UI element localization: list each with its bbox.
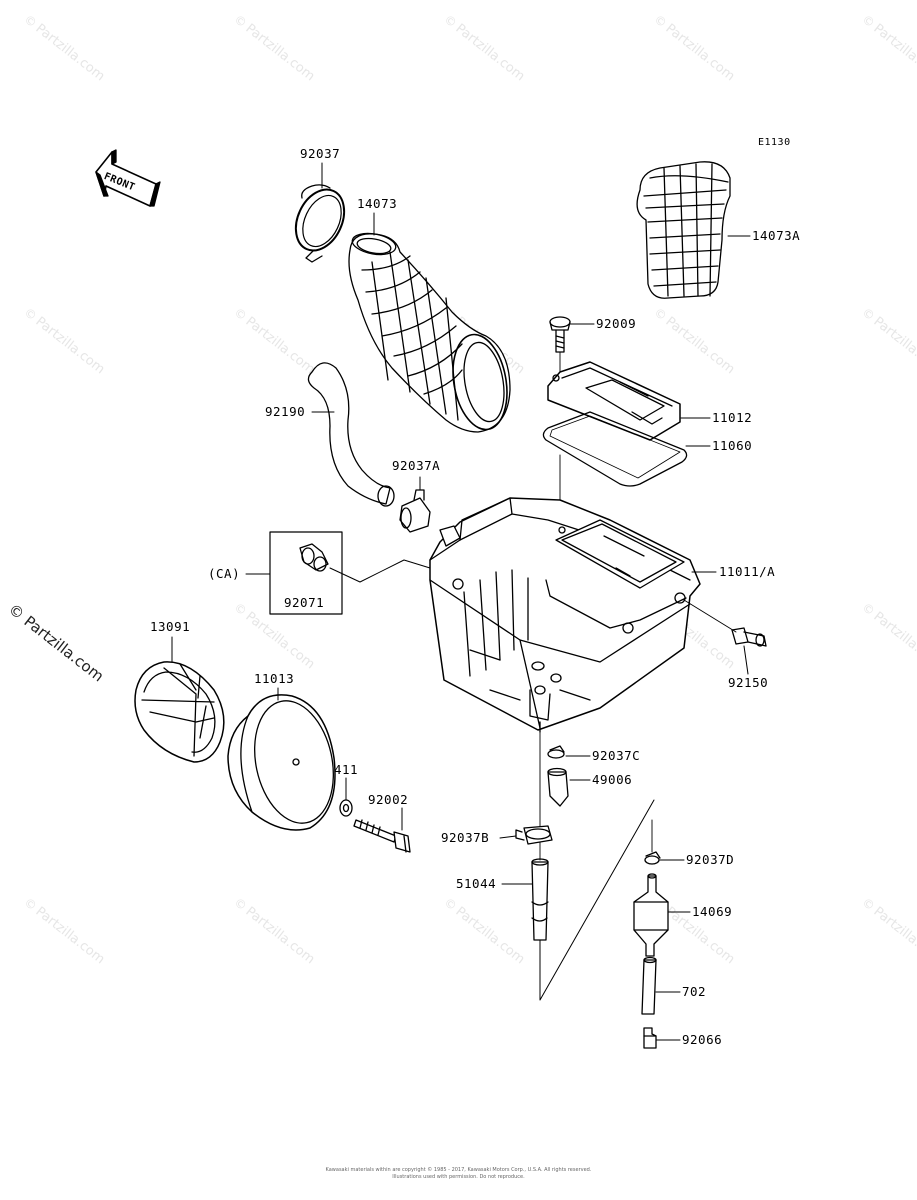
callout-92037D[interactable]: 92037D: [686, 852, 735, 867]
callout-11013[interactable]: 11013: [254, 671, 295, 686]
plug-92066: [643, 1027, 657, 1049]
air-cleaner-case-11011A: [429, 497, 701, 733]
callout-92002[interactable]: 92002: [368, 792, 409, 807]
copyright-notice: Kawasaki materials within are copyright …: [0, 1167, 917, 1181]
callout-92150[interactable]: 92150: [728, 675, 769, 690]
callout-92071[interactable]: 92071: [284, 595, 325, 610]
intake-duct-14073: [348, 232, 511, 433]
clamp-ring-92037: [294, 184, 346, 263]
callout-11012[interactable]: 11012: [712, 410, 753, 425]
callout-14069[interactable]: 14069: [692, 904, 733, 919]
callout-11060[interactable]: 11060: [712, 438, 753, 453]
callout-14073A[interactable]: 14073A: [752, 228, 801, 243]
callout-92037A[interactable]: 92037A: [392, 458, 441, 473]
drain-tube-51044: [531, 858, 549, 941]
front-arrow-icon: [95, 149, 161, 207]
clip-92037D: [644, 851, 661, 865]
airbox-lid-11012: [547, 361, 681, 441]
ca-bracket-box: [269, 531, 343, 615]
gasket-11060: [542, 411, 688, 487]
callout-51044[interactable]: 51044: [456, 876, 497, 891]
callout-14073[interactable]: 14073: [357, 196, 398, 211]
clamp-92037B: [515, 825, 553, 845]
clamp-92037A: [399, 489, 431, 533]
drain-cap-49006: [547, 767, 569, 807]
callout-11011A[interactable]: 11011/A: [719, 564, 776, 579]
duct-cover-14073A: [636, 161, 731, 299]
callout-702[interactable]: 702: [682, 984, 707, 999]
callout-411[interactable]: 411: [334, 762, 359, 777]
filter-element-11013: [227, 694, 336, 831]
breather-hose-92190: [307, 362, 395, 507]
callout-92037[interactable]: 92037: [300, 146, 341, 161]
filter-frame-13091: [134, 661, 225, 763]
tube-702: [641, 956, 657, 1015]
screw-92009: [549, 316, 571, 353]
bolt-92002: [353, 819, 411, 853]
callout-ca[interactable]: (CA): [208, 566, 241, 581]
callout-92066[interactable]: 92066: [682, 1032, 723, 1047]
inline-filter-14069: [633, 873, 669, 957]
copyright-line-2: Illustrations used with permission. Do n…: [392, 1174, 525, 1180]
callout-92190[interactable]: 92190: [265, 404, 306, 419]
grommet-92071: [299, 543, 329, 572]
callout-13091[interactable]: 13091: [150, 619, 191, 634]
diagram-code: E1130: [758, 137, 791, 148]
callout-49006[interactable]: 49006: [592, 772, 633, 787]
callout-92009[interactable]: 92009: [596, 316, 637, 331]
clip-92037C: [547, 745, 565, 759]
bolt-92150: [731, 627, 767, 647]
callout-92037B[interactable]: 92037B: [441, 830, 490, 845]
callout-92037C[interactable]: 92037C: [592, 748, 641, 763]
washer-411: [339, 799, 353, 817]
copyright-line-1: Kawasaki materials within are copyright …: [325, 1167, 592, 1173]
